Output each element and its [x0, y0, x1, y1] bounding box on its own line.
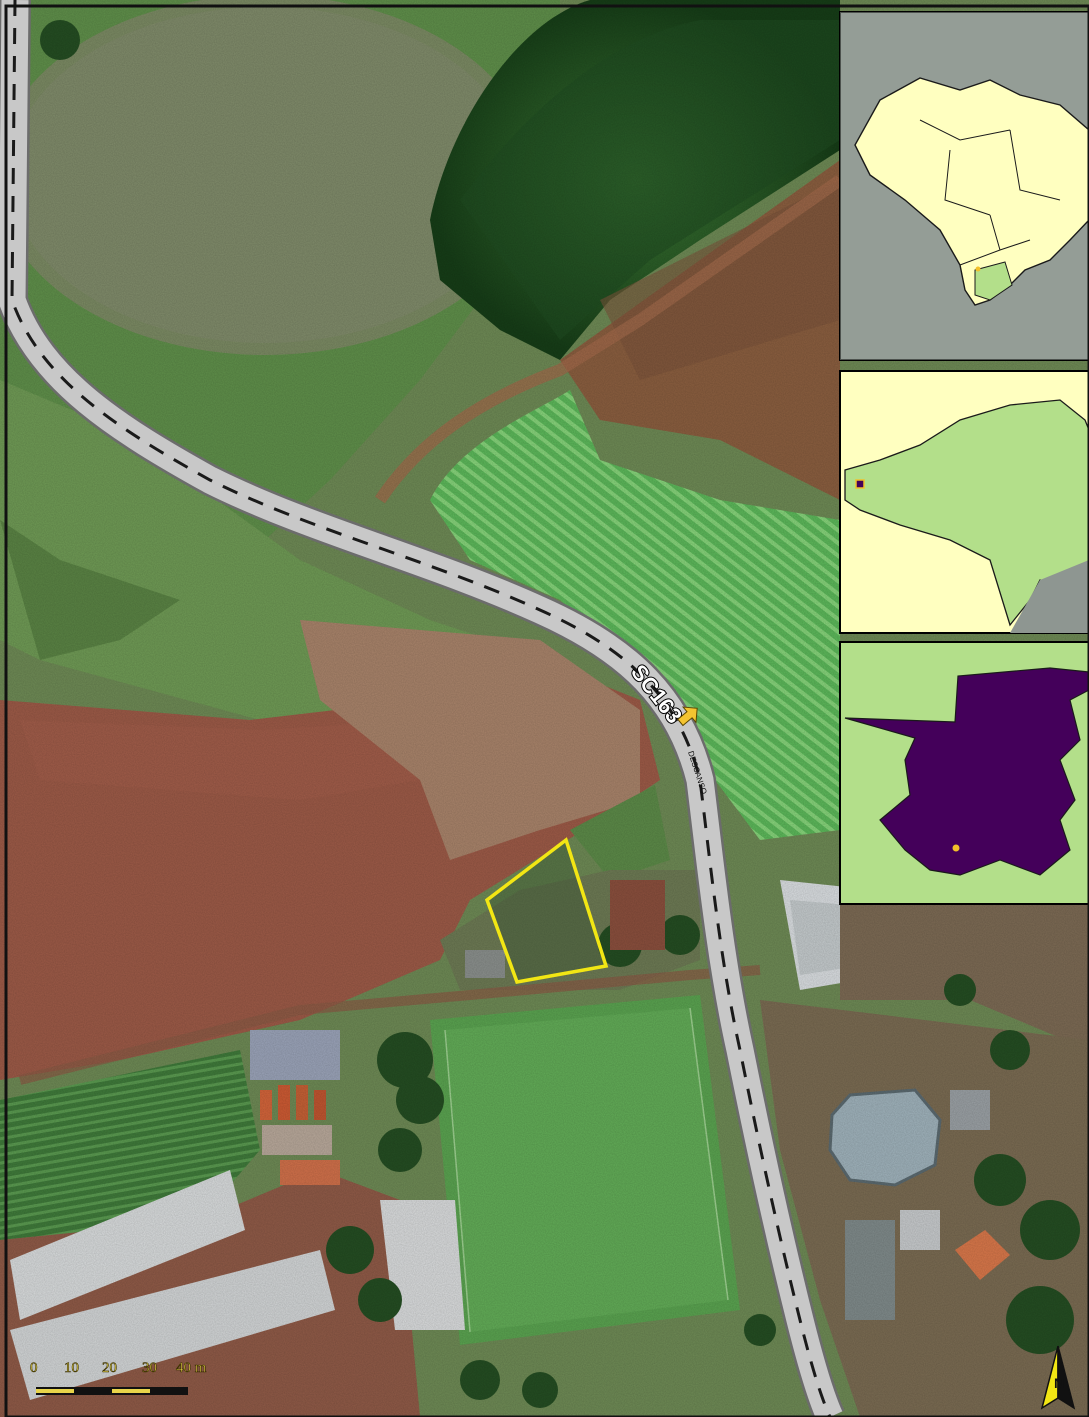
scale-label-30: 30 — [142, 1360, 157, 1376]
scale-label-0: 0 — [30, 1360, 38, 1376]
scale-label-40: 40 m — [176, 1360, 207, 1376]
inset-municipality — [839, 641, 1089, 905]
inset-brazil — [839, 11, 1089, 361]
map-frame — [4, 4, 1089, 1417]
inset-state — [839, 370, 1089, 634]
road-sc163 — [0, 0, 845, 1417]
scale-label-10: 10 — [64, 1360, 79, 1376]
scale-bar: 0 10 20 30 40 m — [30, 1360, 207, 1395]
direction-arrow-icon — [677, 706, 698, 727]
study-parcel-outline — [484, 837, 609, 984]
north-arrow-icon: N — [1040, 1345, 1076, 1410]
svg-text:N: N — [1054, 1375, 1064, 1391]
scale-label-20: 20 — [102, 1360, 117, 1376]
